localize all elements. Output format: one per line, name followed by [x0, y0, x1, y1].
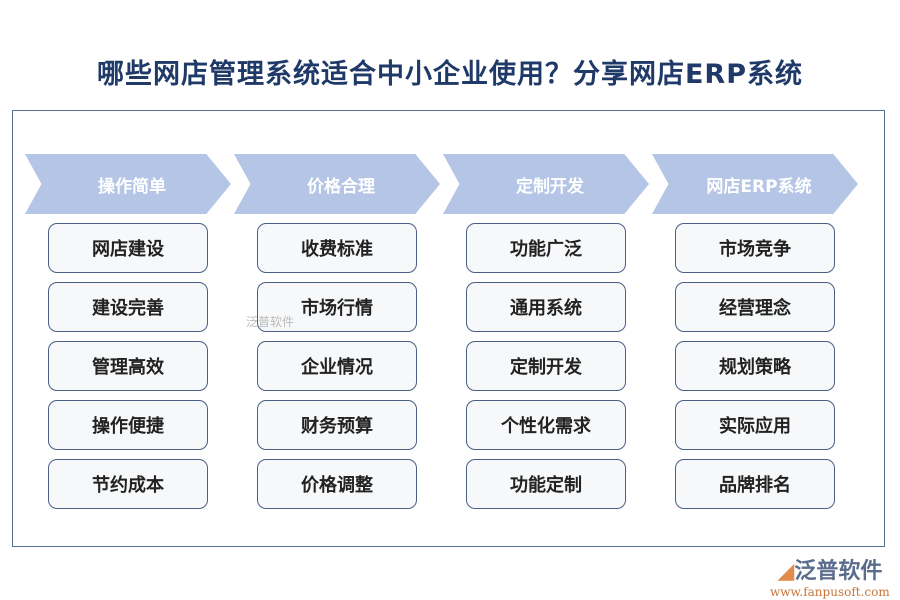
- item-box: 经营理念: [675, 282, 835, 332]
- item-box: 价格调整: [257, 459, 417, 509]
- logo-url: www.fanpusoft.com: [770, 585, 890, 599]
- column-header: 网店ERP系统: [652, 154, 858, 214]
- item-box: 规划策略: [675, 341, 835, 391]
- item-box: 操作便捷: [48, 400, 208, 450]
- item-box: 节约成本: [48, 459, 208, 509]
- item-box: 功能广泛: [466, 223, 626, 273]
- item-box: 个性化需求: [466, 400, 626, 450]
- logo-icon: ◢: [777, 559, 795, 584]
- diagram-frame: [12, 110, 885, 547]
- logo: ◢泛普软件 www.fanpusoft.com: [770, 553, 890, 599]
- logo-name: 泛普软件: [794, 559, 883, 584]
- item-box: 实际应用: [675, 400, 835, 450]
- item-box: 企业情况: [257, 341, 417, 391]
- page-title: 哪些网店管理系统适合中小企业使用？分享网店ERP系统: [96, 59, 804, 90]
- item-box: 管理高效: [48, 341, 208, 391]
- item-box: 建设完善: [48, 282, 208, 332]
- item-box: 定制开发: [466, 341, 626, 391]
- item-box: 网店建设: [48, 223, 208, 273]
- column-header: 价格合理: [234, 154, 440, 214]
- item-box: 通用系统: [466, 282, 626, 332]
- item-box: 财务预算: [257, 400, 417, 450]
- item-box: 品牌排名: [675, 459, 835, 509]
- item-box: 收费标准: [257, 223, 417, 273]
- item-box: 市场竞争: [675, 223, 835, 273]
- item-box: 功能定制: [466, 459, 626, 509]
- column-header: 操作简单: [25, 154, 231, 214]
- item-box: 市场行情: [257, 282, 417, 332]
- column-header: 定制开发: [443, 154, 649, 214]
- watermark: 泛普软件: [246, 315, 295, 329]
